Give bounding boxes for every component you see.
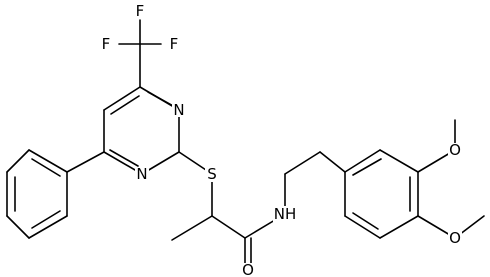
pyrimidine-ring-bonds	[103, 86, 180, 175]
trifluoromethyl-bonds	[118, 19, 162, 88]
atom-label-o-methoxy-bottom: O	[448, 229, 462, 247]
atom-label-n-upper: N	[172, 101, 186, 119]
atom-label-o-methoxy-top: O	[448, 141, 462, 159]
atom-label-n-lower: N	[135, 165, 149, 183]
carbonyl-oxygen-label: O	[242, 261, 254, 277]
fluorine-label: F	[170, 35, 179, 53]
atom-label-f-right: F	[168, 35, 180, 53]
methoxy-oxygen-label: O	[449, 229, 461, 247]
nitrogen-label: N	[136, 165, 147, 183]
dimethoxyphenyl-ring-bonds	[344, 149, 419, 239]
methoxy-bonds	[417, 119, 485, 239]
phenyl-ring-bonds	[6, 149, 105, 239]
amide-nh-label: NH	[274, 205, 297, 223]
atom-label-nh: NH	[273, 205, 297, 223]
sulfur-label: S	[207, 165, 217, 183]
methoxy-oxygen-label: O	[449, 141, 461, 159]
nitrogen-label: N	[173, 101, 184, 119]
atom-label-s: S	[205, 165, 219, 183]
atom-label-f-left: F	[100, 35, 112, 53]
side-chain-bonds	[171, 151, 286, 266]
atom-label-o-amide: O	[241, 261, 255, 277]
atom-label-f-top: F	[134, 2, 146, 20]
fluorine-label: F	[102, 35, 111, 53]
fluorine-label: F	[136, 2, 145, 20]
